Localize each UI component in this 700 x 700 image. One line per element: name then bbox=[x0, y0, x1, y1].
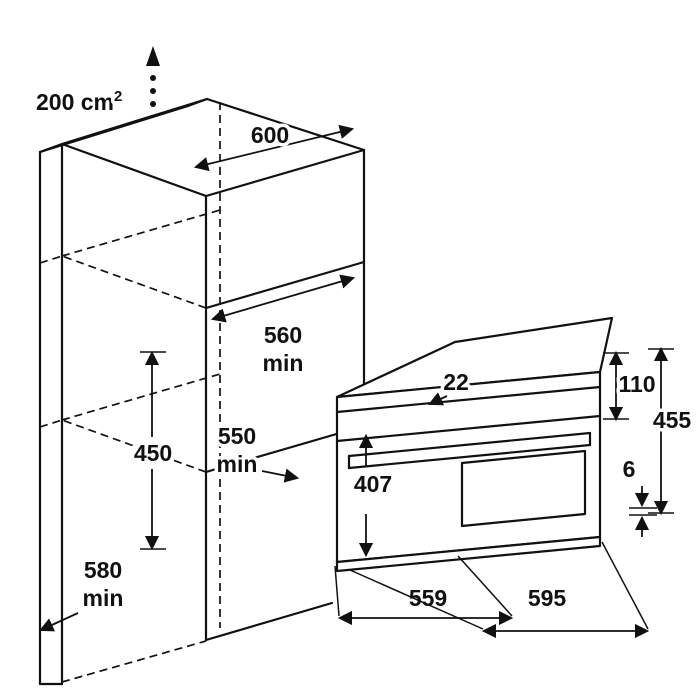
dimension-595: 595 bbox=[349, 541, 650, 639]
dimension-560-min: 560 min bbox=[210, 274, 356, 380]
dimension-550-min: 550 min bbox=[213, 420, 300, 483]
oven bbox=[335, 316, 614, 573]
dim-label-bottom-gap: 6 bbox=[623, 456, 636, 482]
cabinet-front-top-edge bbox=[204, 148, 366, 198]
dimension-6: 6 bbox=[619, 453, 657, 537]
dim-label-oven-height: 455 bbox=[653, 407, 692, 433]
dim-label-panel-height: 110 bbox=[618, 371, 655, 397]
niche-top-edge bbox=[204, 260, 366, 310]
dim-label-door-height: 407 bbox=[354, 471, 392, 497]
dim-label-floor-clearance-min: min bbox=[83, 585, 124, 611]
dimension-580-min: 580 min bbox=[39, 554, 127, 632]
oven-handle bbox=[347, 431, 592, 470]
dim-label-niche-depth: 550 bbox=[218, 423, 256, 449]
oven-door-window bbox=[460, 449, 587, 528]
dimension-600: 600 bbox=[193, 119, 355, 172]
dim-label-niche-width-min: min bbox=[263, 350, 304, 376]
vent-arrowhead-icon bbox=[146, 46, 160, 66]
dimension-450: 450 bbox=[130, 350, 176, 551]
oven-control-panel-bottom bbox=[335, 414, 602, 443]
dim-label-niche-depth-min: min bbox=[217, 451, 258, 477]
dim-label-niche-width: 560 bbox=[264, 322, 302, 348]
oven-base bbox=[335, 535, 602, 573]
ventilation-arrow bbox=[146, 46, 160, 107]
dim-label-floor-clearance: 580 bbox=[84, 557, 122, 583]
dim-label-top-width: 600 bbox=[251, 122, 289, 148]
dim-label-top-inset: 22 bbox=[443, 369, 469, 395]
dimension-22: 22 bbox=[428, 366, 472, 406]
dimension-110: 110 bbox=[603, 350, 659, 422]
vent-area-label: 200 cm2 bbox=[36, 88, 122, 115]
cabinet-bottom-edge bbox=[204, 601, 334, 642]
cabinet-top-ridge bbox=[60, 97, 209, 146]
cabinet-hidden-edges bbox=[39, 102, 221, 683]
oven-fascia-inset-line bbox=[335, 385, 602, 414]
dim-label-niche-height: 450 bbox=[134, 440, 172, 466]
dim-label-oven-width: 595 bbox=[528, 585, 567, 611]
dimension-407: 407 bbox=[350, 433, 396, 558]
dimension-455: 455 bbox=[648, 346, 695, 516]
